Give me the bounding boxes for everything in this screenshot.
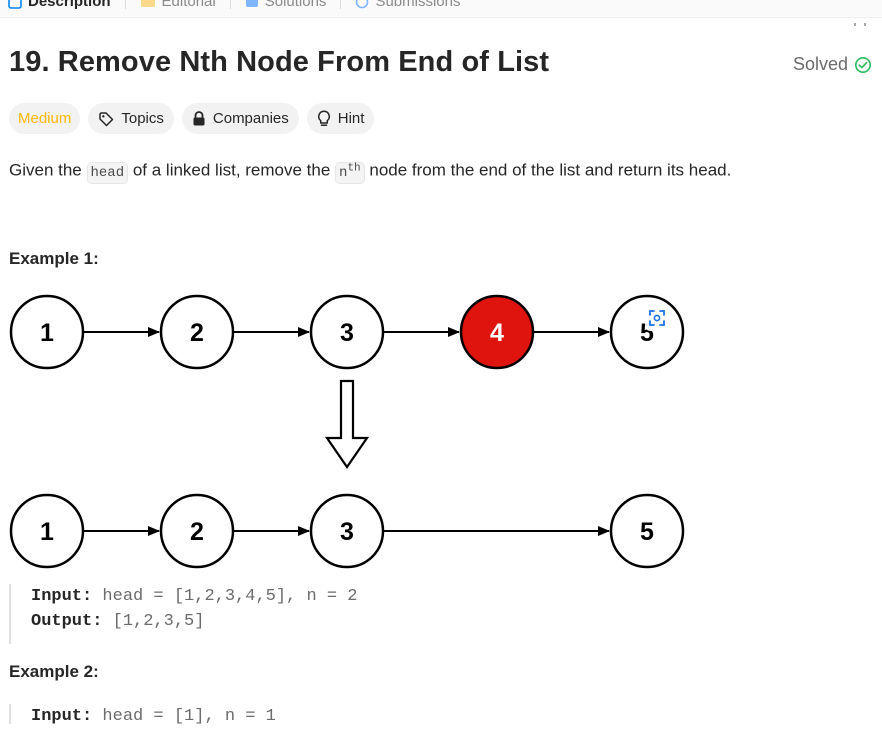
list-node: 5 — [609, 493, 685, 569]
difficulty-badge: Medium — [9, 103, 81, 134]
tab-editorial-label: Editorial — [161, 0, 216, 10]
node-value: 1 — [40, 319, 54, 347]
example-2-heading: Example 2: — [9, 662, 99, 681]
removed-node: 4 — [459, 294, 535, 370]
book-icon — [140, 0, 155, 7]
output-label: Output: — [31, 612, 103, 631]
problem-tags: Medium Topics Companies Hint — [9, 103, 375, 134]
tab-submissions-label: Submissions — [375, 0, 461, 10]
input-label: Input: — [31, 587, 93, 606]
input-value: head = [1,2,3,4,5], n = 2 — [102, 587, 358, 606]
node-value: 2 — [190, 319, 204, 347]
check-circle-icon — [855, 56, 871, 73]
tab-description[interactable]: Description — [8, 0, 111, 10]
tab-description-label: Description — [28, 0, 111, 10]
output-value: [1,2,3,5] — [112, 612, 205, 631]
topics-label: Topics — [121, 110, 164, 127]
tab-divider — [229, 0, 231, 9]
list-node: 2 — [159, 294, 235, 370]
node-value: 1 — [40, 518, 54, 546]
list-node: 3 — [309, 493, 385, 569]
node-value: 4 — [490, 319, 504, 347]
example-2-io: Input: head = [1], n = 1 — [9, 704, 509, 726]
tab-submissions[interactable]: Submissions — [355, 0, 460, 10]
node-value: 3 — [340, 518, 354, 546]
example-1-output-line: Output: [1,2,3,5] — [31, 609, 509, 634]
problem-description: Given the head of a linked list, remove … — [9, 155, 731, 186]
list-node: 1 — [9, 294, 85, 370]
hint-button[interactable]: Hint — [306, 103, 375, 134]
visual-search-icon[interactable] — [645, 307, 669, 331]
list-node: 5 — [609, 294, 685, 370]
description-text: Given the — [9, 160, 87, 180]
list-node: 1 — [9, 493, 85, 569]
inline-code-n-superscript: th — [347, 162, 361, 174]
example-1-heading: Example 1: — [9, 249, 99, 268]
expand-icon[interactable] — [854, 18, 866, 34]
hint-label: Hint — [337, 110, 365, 127]
example-1-input-line: Input: head = [1,2,3,4,5], n = 2 — [31, 584, 509, 609]
solved-label: Solved — [792, 54, 848, 74]
inline-code-n-base: n — [339, 164, 348, 181]
inline-code-head: head — [86, 161, 129, 184]
description-icon — [8, 0, 22, 9]
tab-editorial[interactable]: Editorial — [140, 0, 216, 10]
tag-icon — [99, 111, 114, 126]
tab-divider — [340, 0, 342, 9]
solved-status: Solved — [793, 54, 872, 75]
node-value: 3 — [340, 319, 354, 347]
companies-label: Companies — [212, 110, 289, 127]
companies-button[interactable]: Companies — [181, 103, 299, 134]
inline-code-n: nth — [335, 161, 365, 184]
tab-bar: Description Editorial Solutions Submissi… — [0, 0, 882, 18]
tab-solutions-label: Solutions — [264, 0, 327, 10]
tab-solutions[interactable]: Solutions — [245, 0, 327, 10]
linked-list-diagram: 1 2 3 4 5 1 2 3 5 — [9, 294, 685, 569]
node-value: 2 — [190, 518, 204, 546]
flask-icon — [245, 0, 258, 7]
lightbulb-icon — [317, 110, 330, 127]
tab-divider — [124, 0, 126, 9]
lock-icon — [193, 111, 205, 126]
list-node: 3 — [309, 294, 385, 370]
list-node: 2 — [159, 493, 235, 569]
problem-title: 19. Remove Nth Node From End of List — [9, 46, 550, 78]
down-arrow — [324, 379, 370, 469]
example-1-io: Input: head = [1,2,3,4,5], n = 2 Output:… — [9, 584, 509, 644]
node-value: 5 — [640, 518, 654, 546]
difficulty-label: Medium — [18, 110, 72, 127]
description-text: node from the end of the list and return… — [364, 160, 732, 180]
topics-button[interactable]: Topics — [88, 103, 174, 134]
history-icon — [356, 0, 369, 8]
description-text: of a linked list, remove the — [128, 160, 336, 180]
